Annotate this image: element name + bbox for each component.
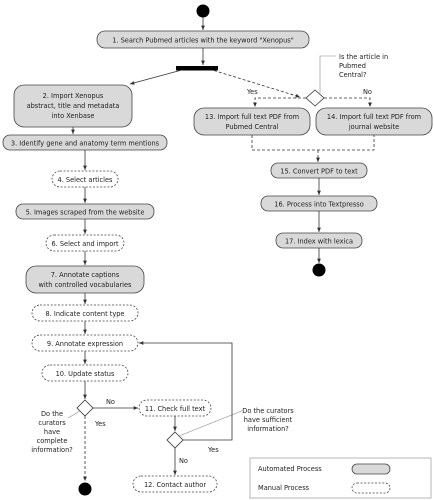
step-7-label-line2: with controlled vocabularies [39,281,133,289]
decision-complete-info [76,399,94,417]
step-2-label-line3: into Xenbase [52,112,95,120]
question-complete-line2: curators [38,419,66,427]
question-complete-line1: Do the [41,410,63,418]
step-3-label: 3. Identify gene and anatomy term mentio… [11,140,160,148]
step-17-label: 17. Index with lexica [285,238,353,246]
question-pmc-line2: Pubmed [339,62,366,70]
legend-box [249,457,432,499]
step-4-label: 4. Select articles [58,176,114,184]
step-13-label-line1: 13. Import full text PDF from [205,113,299,121]
question-sufficient-line1: Do the curators [242,407,294,415]
legend-automated-label: Automated Process [258,465,322,473]
step-9-label: 9. Annotate expression [47,340,123,348]
step-12-contact-author [132,475,218,493]
question-complete-line3: have [44,428,60,436]
branch-yes-sufficient: Yes [207,446,219,454]
question-complete-line4: complete [37,437,68,445]
question-pmc-line3: Central? [339,71,367,79]
step-15-label: 15. Convert PDF to text [280,168,358,176]
branch-no-sufficient: No [179,457,188,465]
legend-automated-swatch [351,463,391,475]
end-node-right [312,263,326,277]
end-node-left [78,482,92,496]
branch-yes-pmc: Yes [246,88,258,96]
step-6-label: 6. Select and import [51,240,119,248]
decision-sufficient-info [166,431,184,449]
step-12-label: 12. Contact author [144,481,206,489]
legend-manual-label: Manual Process [258,484,310,492]
step-8-label: 8. Indicate content type [45,310,124,318]
step-1-label: 1. Search Pubmed articles with the keywo… [112,37,294,45]
step-11-label: 11. Check full text [145,405,206,413]
step-2-label-line1: 2. Import Xenopus [43,92,104,100]
start-node [196,4,210,18]
step-4-select-articles [51,170,119,188]
step-6-select-import [45,234,125,252]
step-14-label-line2: journal website [348,123,399,131]
question-pmc-line1: Is the article in [339,53,388,61]
decision-in-pmc [305,89,325,107]
step-14-label-line1: 14. Import full text PDF from [327,113,421,121]
branch-yes-complete: Yes [94,420,106,428]
step-2-label-line2: abstract, title and metadata [27,102,120,110]
branch-no-pmc: No [363,88,372,96]
step-13-label-line2: Pubmed Central [226,123,279,131]
question-sufficient-line3: information? [247,425,289,433]
step-5-label: 5. Images scraped from the website [26,209,145,217]
legend-manual-swatch [351,482,391,494]
step-7-label-line1: 7. Annotate captions [51,271,120,279]
branch-no-complete: No [106,398,115,406]
step-16-label: 16. Process into Textpresso [274,201,363,209]
question-complete-line5: information? [31,446,73,454]
question-sufficient-line2: have sufficient [244,416,293,424]
step-10-label: 10. Update status [56,370,115,378]
fork-bar [176,66,218,71]
